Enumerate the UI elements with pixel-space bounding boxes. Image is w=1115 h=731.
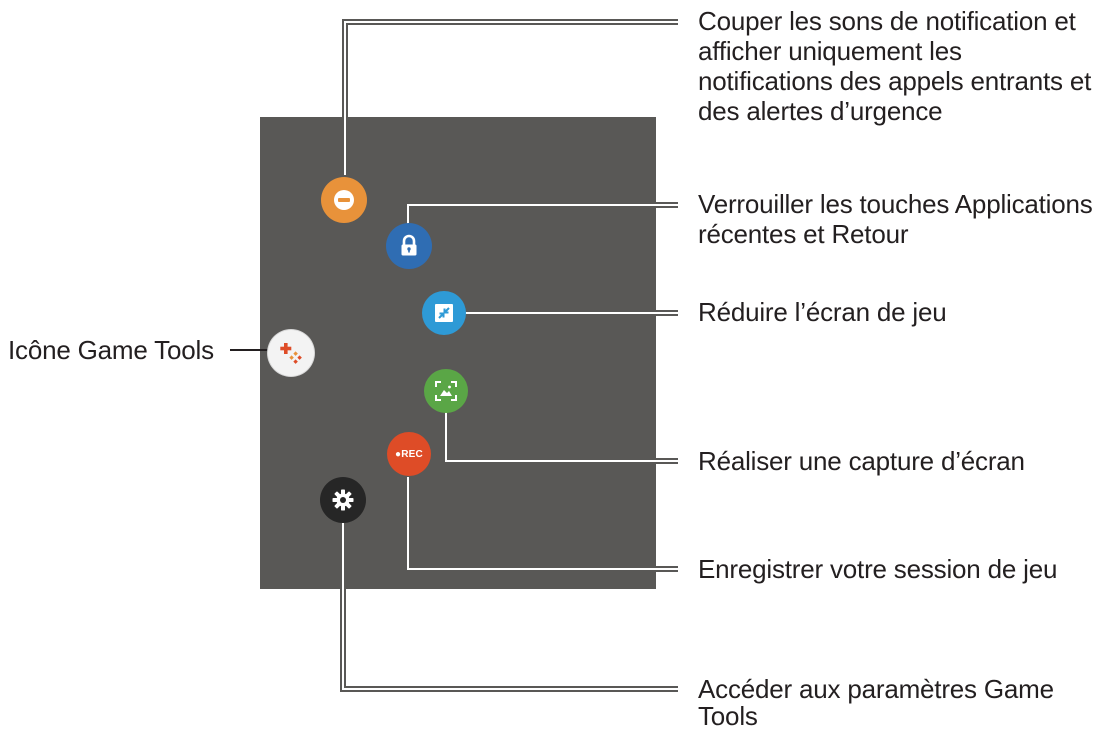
callout-lock-line-1: Verrouiller les touches Applications: [698, 189, 1093, 219]
callout-lock: Verrouiller les touches Applications réc…: [698, 189, 1113, 249]
callout-lock-line-2: récentes et Retour: [698, 219, 909, 249]
dnd-button[interactable]: [321, 177, 367, 223]
settings-button[interactable]: [320, 477, 366, 523]
game-tools-button[interactable]: [268, 330, 314, 376]
minus-circle-icon: [334, 190, 354, 210]
screenshot-button[interactable]: [424, 369, 468, 413]
callout-settings-line-1: Accéder aux paramètres Game: [698, 674, 1054, 704]
record-label: ●REC: [395, 448, 423, 460]
callout-dnd-line-2: afficher uniquement les: [698, 36, 962, 66]
record-button[interactable]: ●REC: [387, 432, 431, 476]
callout-game-tools: Icône Game Tools: [8, 335, 228, 365]
game-tools-icon: [280, 343, 302, 364]
callout-dnd: Couper les sons de notification et affic…: [698, 6, 1113, 126]
callout-dnd-line-3: notifications des appels entrants et: [698, 66, 1092, 96]
game-screen-panel: [260, 117, 656, 589]
screenshot-icon: [435, 381, 457, 401]
gear-icon: [332, 489, 354, 511]
callout-settings: Accéder aux paramètres Game Tools: [698, 674, 1113, 731]
callout-record-line-1: Enregistrer votre session de jeu: [698, 554, 1058, 584]
callout-record: Enregistrer votre session de jeu: [698, 554, 1113, 584]
lock-keys-button[interactable]: [386, 223, 432, 269]
callout-minimize-line-1: Réduire l’écran de jeu: [698, 297, 947, 327]
callout-dnd-line-4: des alertes d’urgence: [698, 96, 943, 126]
callout-screenshot-line-1: Réaliser une capture d’écran: [698, 446, 1025, 476]
callout-game-tools-line-1: Icône Game Tools: [8, 335, 214, 365]
callout-minimize: Réduire l’écran de jeu: [698, 297, 1113, 327]
callout-screenshot: Réaliser une capture d’écran: [698, 446, 1113, 476]
minimize-icon: [435, 304, 453, 322]
callout-settings-line-2: Tools: [698, 701, 758, 731]
callout-dnd-line-1: Couper les sons de notification et: [698, 6, 1076, 36]
lock-icon: [401, 234, 417, 256]
minimize-screen-button[interactable]: [422, 291, 466, 335]
